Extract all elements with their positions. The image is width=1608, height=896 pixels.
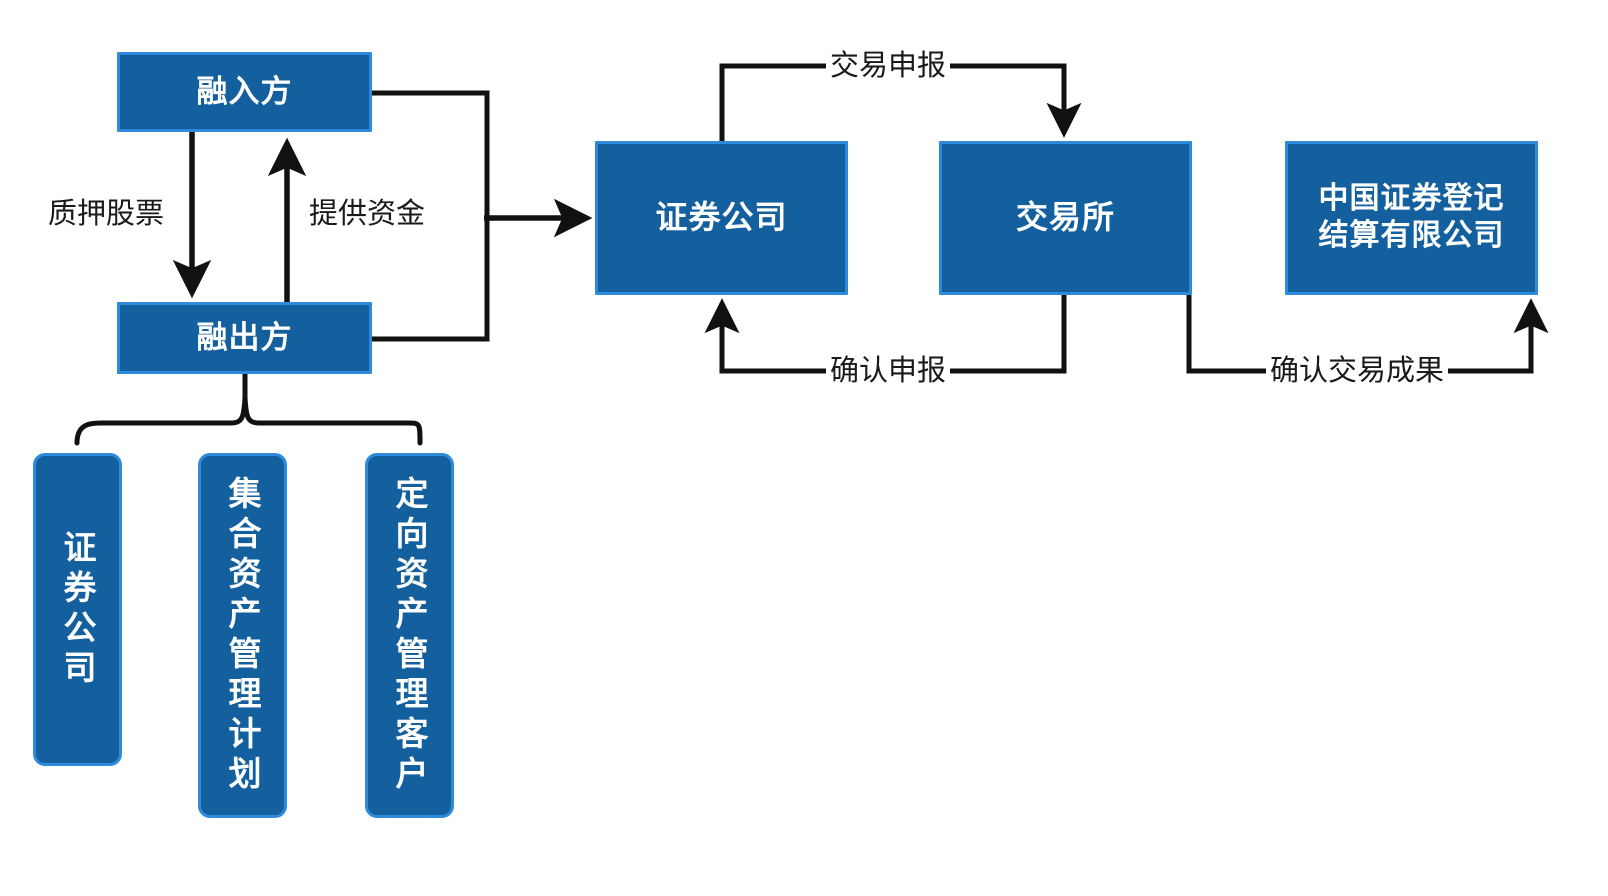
edge-label-confirm-trade-result: 确认交易成果 (1266, 355, 1449, 387)
node-lender-type-collective-amp[interactable]: 集合资产管理计划 (198, 453, 287, 818)
node-securities-firm-label: 证券公司 (655, 199, 788, 236)
edge-label-confirm-declaration-text: 确认申报 (830, 355, 947, 387)
node-clearing-corp-label-line1: 中国证券登记 (1318, 182, 1505, 216)
node-borrower[interactable]: 融入方 (117, 52, 372, 132)
node-lender-type-directed-amp[interactable]: 定向资产管理客户 (365, 453, 454, 818)
edge-label-provide-funds: 提供资金 (305, 198, 430, 230)
node-lender-type-3-label: 定向资产管理客户 (391, 475, 428, 796)
node-securities-firm[interactable]: 证券公司 (595, 141, 848, 295)
node-lender-type-securities-firm[interactable]: 证券公司 (33, 453, 122, 766)
edge-lender-composition-brace (74, 371, 423, 446)
edge-label-trade-declaration-text: 交易申报 (830, 50, 947, 82)
node-exchange[interactable]: 交易所 (939, 141, 1192, 295)
node-exchange-label: 交易所 (1015, 199, 1115, 236)
edge-label-provide-funds-text: 提供资金 (309, 198, 426, 230)
node-lender-type-2-label: 集合资产管理计划 (224, 475, 261, 796)
node-clearing-corp-label-line2: 结算有限公司 (1318, 219, 1505, 252)
node-borrower-label: 融入方 (196, 74, 293, 110)
edge-label-confirm-declaration: 确认申报 (826, 355, 951, 387)
edge-label-pledge-shares: 质押股票 (44, 198, 169, 230)
node-lender-label: 融出方 (196, 320, 293, 356)
edge-label-pledge-shares-text: 质押股票 (48, 198, 165, 230)
node-lender-type-1-label: 证券公司 (59, 529, 96, 690)
node-clearing-corp[interactable]: 中国证券登记 结算有限公司 (1285, 141, 1538, 295)
edge-label-confirm-trade-result-text: 确认交易成果 (1270, 355, 1445, 387)
edge-label-trade-declaration: 交易申报 (826, 50, 951, 82)
node-lender[interactable]: 融出方 (117, 302, 372, 374)
